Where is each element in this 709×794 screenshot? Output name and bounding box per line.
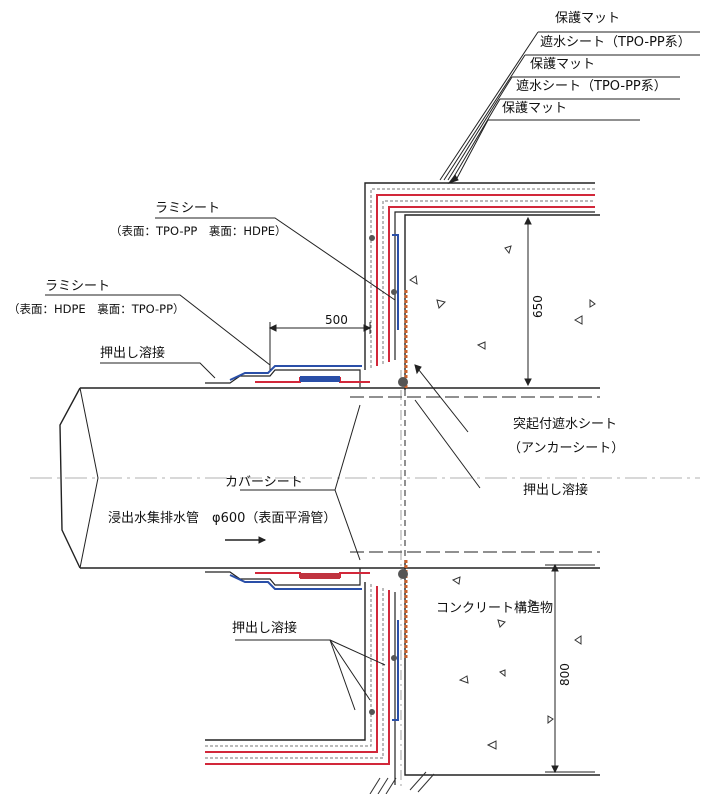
label-protective-mat-1: 保護マット [555,10,620,26]
label-lami-sheet-upper-spec: （表面：TPO-PP 裏面：HDPE） [110,224,287,238]
label-anchor-sheet: 突起付遮水シート [513,416,617,432]
liner-layers-upper [364,182,595,370]
dimension-500: 500 [325,313,348,327]
label-cover-sheet: カバーシート [225,475,303,490]
dimension-lines [268,216,595,774]
label-extrusion-weld-right: 押出し溶接 [523,482,588,498]
label-extrusion-weld-top: 押出し溶接 [100,345,165,361]
ground-hatch [369,771,435,794]
weld-beads [369,235,408,715]
dimension-800: 800 [558,663,572,686]
layer-labels: 保護マット 遮水シート（TPO-PP系） 保護マット 遮水シート（TPO-PP系… [502,10,691,116]
label-concrete-structure: コンクリート構造物 [436,601,553,616]
dimension-650: 650 [531,295,545,318]
label-protective-mat-3: 保護マット [502,100,567,116]
sleeve-top [205,365,370,387]
sleeve-bottom [205,568,370,590]
label-waterproof-sheet-1: 遮水シート（TPO-PP系） [540,34,691,50]
leader-lines [45,31,700,711]
label-lami-sheet-lower-spec: （表面：HDPE 裏面：TPO-PP） [8,302,185,316]
concrete-aggregate-marks [409,245,596,750]
label-lami-sheet-upper: ラミシート [155,201,220,216]
label-drain-pipe: 浸出水集排水管 φ600（表面平滑管） [108,510,336,526]
label-extrusion-weld-bottom: 押出し溶接 [232,620,297,636]
label-protective-mat-2: 保護マット [530,56,595,72]
label-waterproof-sheet-2: 遮水シート（TPO-PP系） [516,78,667,94]
liner-layers-lower [205,582,399,785]
label-lami-sheet-lower: ラミシート [45,279,110,294]
drain-pipe [30,370,700,790]
label-anchor-sheet-paren: （アンカーシート） [508,441,624,456]
